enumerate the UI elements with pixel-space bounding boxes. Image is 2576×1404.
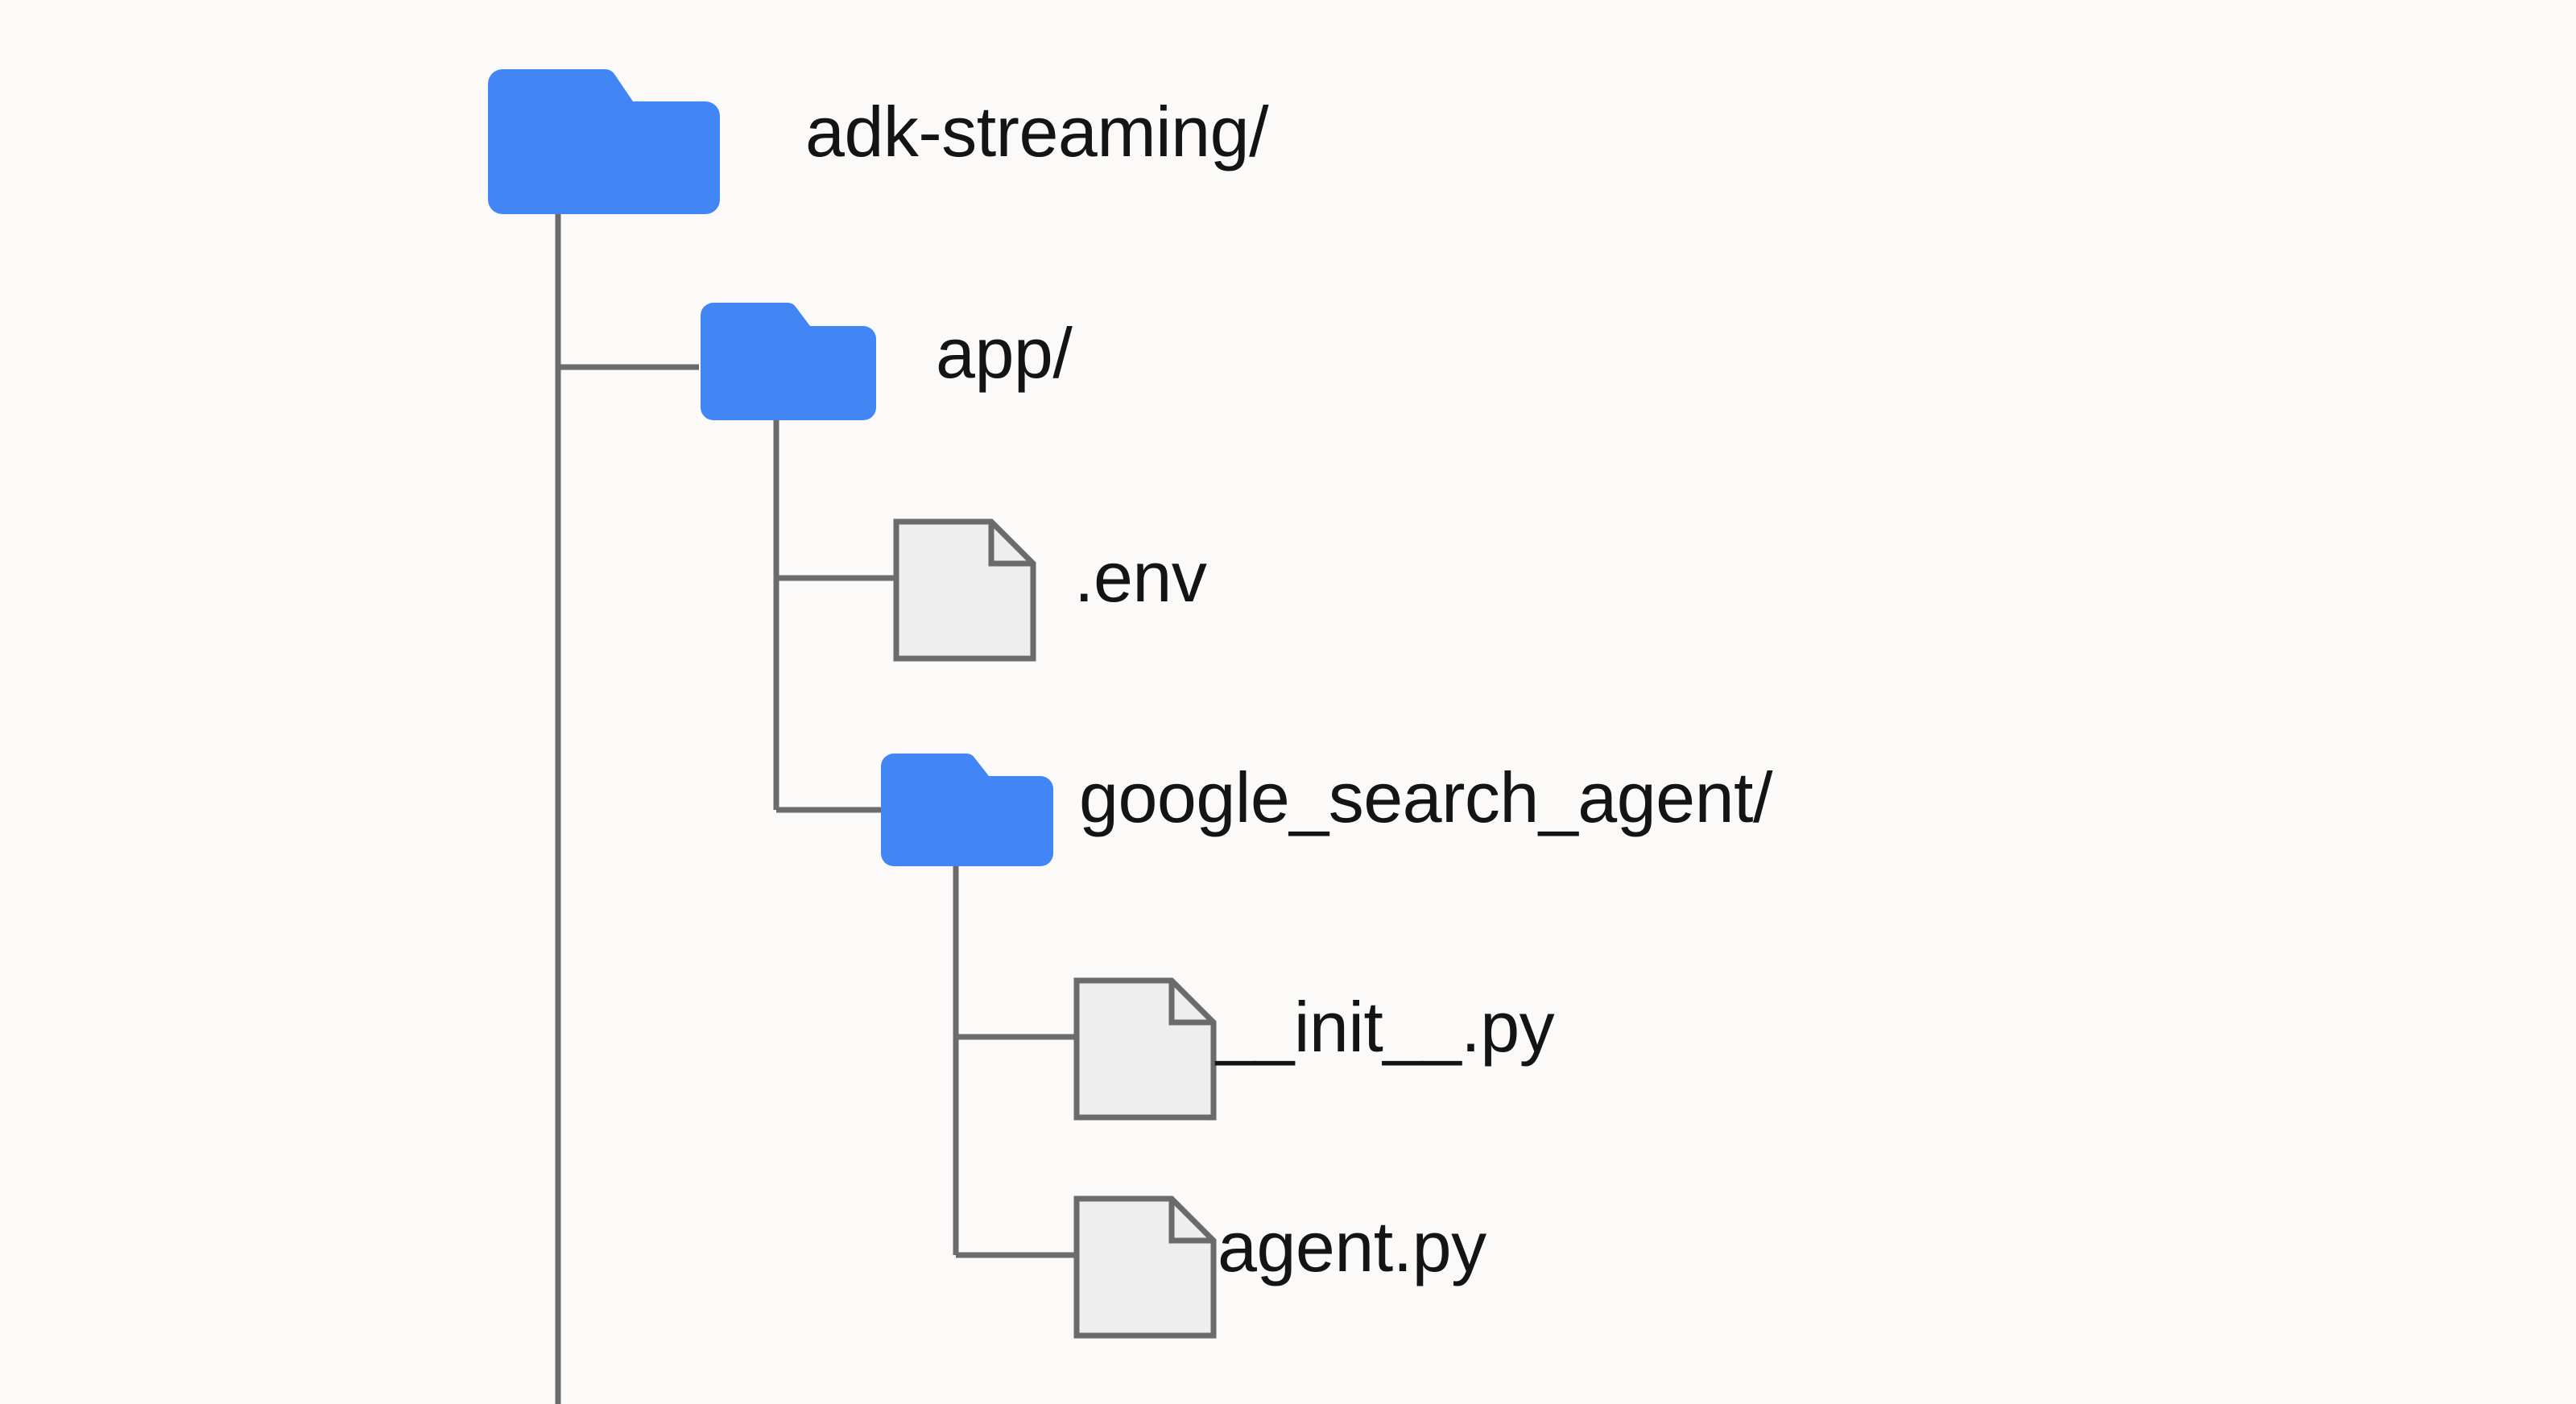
node-label-agent-py: agent.py	[1218, 1207, 1486, 1286]
connector-lines	[555, 214, 1074, 1404]
file-icon	[1073, 977, 1217, 1121]
node-label-init-py: __init__.py	[1216, 987, 1555, 1067]
node-label-google-search-agent: google_search_agent/	[1079, 758, 1772, 837]
folder-icon	[488, 69, 720, 214]
folder-icon	[701, 302, 876, 420]
file-icon	[893, 518, 1036, 662]
node-label-adk-streaming: adk-streaming/	[805, 92, 1269, 171]
node-label-app: app/	[936, 313, 1073, 393]
file-icon	[1073, 1195, 1217, 1339]
folder-icon	[881, 753, 1053, 866]
node-label-env: .env	[1074, 537, 1207, 617]
